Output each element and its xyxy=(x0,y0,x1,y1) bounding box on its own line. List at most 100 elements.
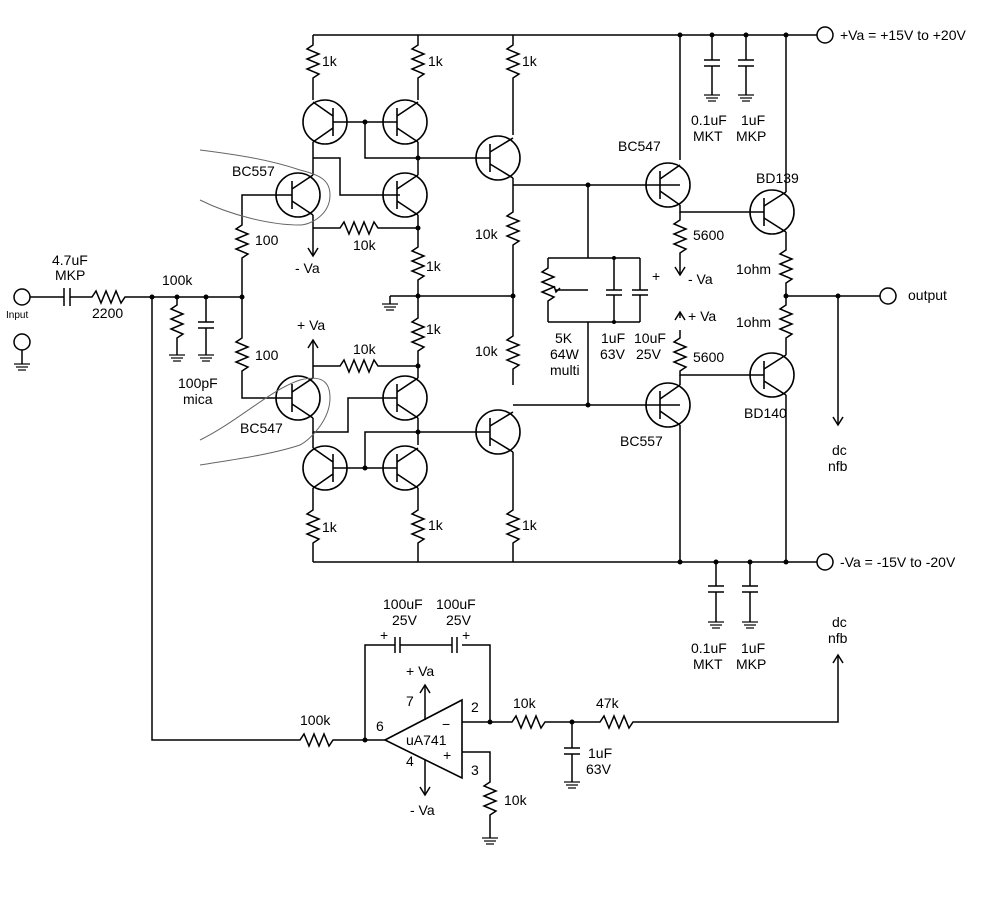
positive-rail-terminal[interactable] xyxy=(816,26,834,44)
thermal-coupling-marks xyxy=(199,149,331,466)
r-100-bot-label: 100 xyxy=(255,347,279,363)
q-bc547-drv-label: BC547 xyxy=(618,138,661,154)
polarity-plus-label: + xyxy=(380,627,388,643)
polarity-plus-label: + xyxy=(652,268,660,284)
rail-decoupling xyxy=(677,32,789,629)
c-01uf-label: 0.1uF xyxy=(691,112,727,128)
c-25v-label: 25V xyxy=(392,612,418,628)
input-network xyxy=(13,288,385,748)
input-ground-terminal[interactable] xyxy=(13,333,31,351)
r-1k-label: 1k xyxy=(428,517,444,533)
c-1uf-label: 1uF xyxy=(741,640,765,656)
ground-icon xyxy=(382,303,398,311)
q-bd140-label: BD140 xyxy=(744,405,787,421)
r-10k-label: 10k xyxy=(353,237,377,253)
dc-label: dc xyxy=(832,442,847,458)
c-25v-label: 25V xyxy=(636,346,662,362)
pin3-label: 3 xyxy=(471,762,479,778)
r-1k-label: 1k xyxy=(522,517,538,533)
negative-rail-terminal[interactable] xyxy=(816,553,834,571)
r-1k-label: 1k xyxy=(428,53,444,69)
r-1k-label: 1k xyxy=(426,258,442,274)
r-1k-label: 1k xyxy=(426,321,442,337)
mkt-label: MKT xyxy=(693,128,723,144)
mkt-label: MKT xyxy=(693,656,723,672)
r-100k-label: 100k xyxy=(162,272,193,288)
ground-icon xyxy=(14,363,30,371)
pin7-label: 7 xyxy=(406,693,414,709)
neg-va-label: - Va xyxy=(688,271,713,287)
voltage-amplifier-stage xyxy=(382,35,521,562)
r-47k-label: 47k xyxy=(596,695,620,711)
c-10uf-label: 10uF xyxy=(634,330,666,346)
neg-va-label: - Va xyxy=(410,802,435,818)
r-100k-label: 100k xyxy=(300,712,331,728)
r-5600-label: 5600 xyxy=(693,227,724,243)
mkp-label: MKP xyxy=(736,128,766,144)
neg-va-label: - Va xyxy=(295,260,320,276)
opamp-minus-label: − xyxy=(442,716,450,732)
bias-network xyxy=(513,182,680,408)
r-1k-label: 1k xyxy=(522,53,538,69)
r-1k-label: 1k xyxy=(322,53,338,69)
dc-label: dc xyxy=(832,614,847,630)
dc-servo xyxy=(362,637,844,845)
r-1k-label: 1k xyxy=(322,519,338,535)
ground-icon xyxy=(704,94,720,102)
output-terminal[interactable] xyxy=(879,287,897,305)
r-10k-label: 10k xyxy=(475,343,499,359)
c-1uf-label: 1uF xyxy=(601,330,625,346)
mkp-label: MKP xyxy=(736,656,766,672)
c-01uf-label: 0.1uF xyxy=(691,640,727,656)
ground-icon xyxy=(482,837,498,845)
pos-va-label: + Va xyxy=(297,317,325,333)
c-100uf-label: 100uF xyxy=(383,596,423,612)
pot-5k-label: 5K xyxy=(555,330,573,346)
in-cap-type-label: MKP xyxy=(55,267,85,283)
q-bc557-drv-label: BC557 xyxy=(620,433,663,449)
polarity-plus-label: + xyxy=(462,627,470,643)
in-cap-label: 4.7uF xyxy=(52,252,88,268)
output-label: output xyxy=(908,287,947,303)
c-63v-label: 63V xyxy=(586,761,612,777)
output-stage xyxy=(645,35,897,562)
c-100pf-label: 100pF xyxy=(178,375,218,391)
pot-64w-label: 64W xyxy=(550,346,580,362)
rail-pos-label: +Va = +15V to +20V xyxy=(840,27,967,43)
c-100uf-label: 100uF xyxy=(436,596,476,612)
input-label: Input xyxy=(6,310,28,321)
pin6-label: 6 xyxy=(376,718,384,734)
pos-va-label: + Va xyxy=(688,308,716,324)
r-100-top-label: 100 xyxy=(255,232,279,248)
input-terminal[interactable] xyxy=(13,288,31,306)
q-bc557-in-label: BC557 xyxy=(232,163,275,179)
r-10k-label: 10k xyxy=(475,226,499,242)
opamp-label: uA741 xyxy=(406,732,447,748)
r-5600-label: 5600 xyxy=(693,349,724,365)
ground-icon xyxy=(564,781,580,789)
ground-icon xyxy=(742,621,758,629)
positive-rail xyxy=(313,26,834,44)
c-100pf-type-label: mica xyxy=(183,391,213,407)
ground-icon xyxy=(198,354,214,362)
r-10k-label: 10k xyxy=(513,695,537,711)
r-1ohm-label: 1ohm xyxy=(736,314,771,330)
r-10k-label: 10k xyxy=(504,792,528,808)
pin2-label: 2 xyxy=(471,699,479,715)
c-63v-label: 63V xyxy=(600,346,626,362)
ground-icon xyxy=(738,94,754,102)
nfb-label: nfb xyxy=(828,630,848,646)
ground-icon xyxy=(169,354,185,362)
ground-icon xyxy=(708,621,724,629)
r-10k-label: 10k xyxy=(353,341,377,357)
in-res-label: 2200 xyxy=(92,305,123,321)
pos-va-label: + Va xyxy=(406,663,434,679)
r-1ohm-label: 1ohm xyxy=(736,261,771,277)
bottom-input-stage xyxy=(234,296,428,562)
opamp-plus-label: + xyxy=(443,747,451,763)
pot-multi-label: multi xyxy=(550,362,580,378)
c-1uf-label: 1uF xyxy=(741,112,765,128)
pin4-label: 4 xyxy=(406,753,414,769)
